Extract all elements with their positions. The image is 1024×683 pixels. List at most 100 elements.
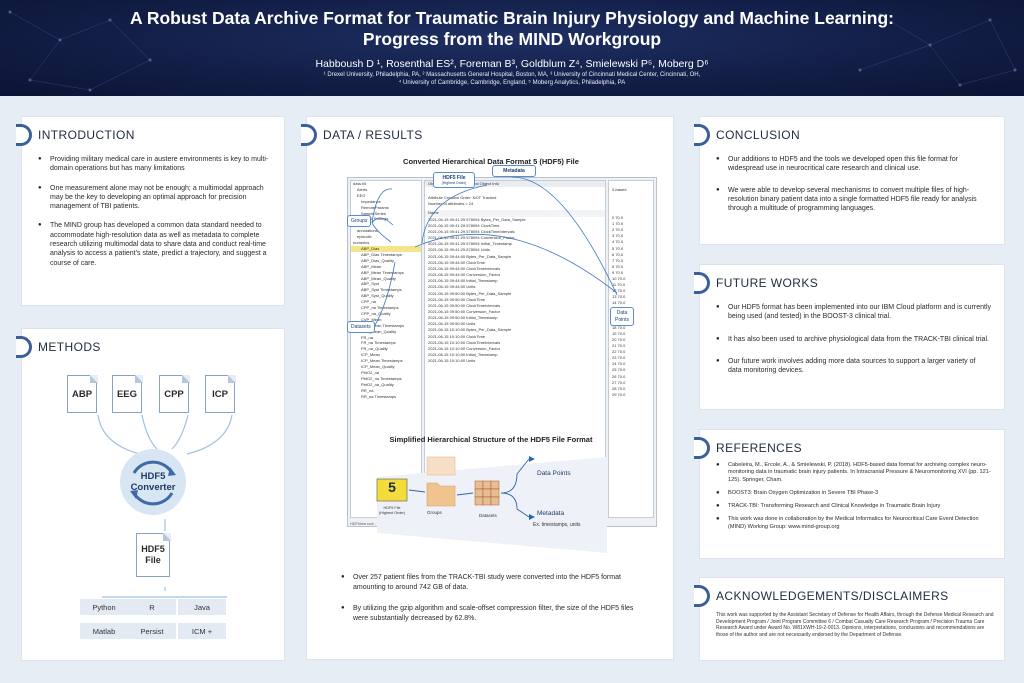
attribute-row[interactable]: 2021-06-15 09:44:00 ClockTime xyxy=(428,259,485,265)
attribute-row[interactable]: 2021-06-15 09:41:29.578094 Units xyxy=(428,247,490,253)
section-marker-icon xyxy=(16,124,32,146)
attribute-row[interactable]: 2021-06-15 09:50:00 Conversion_Factor xyxy=(428,308,501,314)
tree-item[interactable]: ABP_Dias_Quality xyxy=(361,257,394,263)
data-value-row[interactable]: 27 70.0 xyxy=(612,379,626,385)
tree-item[interactable]: ABP_Dias xyxy=(351,245,421,252)
tree-item[interactable]: ABP_Mean_Quality xyxy=(361,275,396,281)
tree-item[interactable]: CVP_Mean_Quality xyxy=(361,328,397,334)
tree-item[interactable]: Impedance xyxy=(361,198,381,204)
tree-item[interactable]: CPP_na_Quality xyxy=(361,310,391,316)
eeg-document-icon: EEG xyxy=(112,374,143,413)
tree-item[interactable]: numerics xyxy=(353,240,370,246)
introduction-heading: INTRODUCTION xyxy=(16,123,135,147)
tree-item[interactable]: ABP_Syst xyxy=(361,281,380,287)
tree-item[interactable]: CPP_na Timestamps xyxy=(361,305,399,311)
results-bullets: Over 257 patient files from the TRACK-TB… xyxy=(341,573,641,623)
data-value-row[interactable]: 2 70.0 xyxy=(612,227,624,233)
tree-item[interactable]: ABP_Syst_Quality xyxy=(361,293,394,299)
data-value-row[interactable]: 18 70.0 xyxy=(612,324,626,330)
attribute-row[interactable]: 2021-06-15 10:10:00 ClockTime xyxy=(428,333,485,339)
tree-item[interactable]: ICP_Mean_Quality xyxy=(361,364,395,370)
attribute-row[interactable]: 2021-06-15 09:41:29.578094 ClockTime xyxy=(428,222,500,228)
attribute-row[interactable]: 2021-06-15 10:10:00 Units xyxy=(428,358,476,364)
attribute-row[interactable]: 2021-06-15 09:44:00 Initial_Timestamp xyxy=(428,278,498,284)
tree-item[interactable]: data.h5 xyxy=(353,181,367,186)
data-value-row[interactable]: 29 70.0 xyxy=(612,391,626,397)
data-value-row[interactable]: 14 70.0 xyxy=(612,300,626,306)
data-value-row[interactable]: 23 70.0 xyxy=(612,355,626,361)
data-value-row[interactable]: 26 70.0 xyxy=(612,373,626,379)
attribute-row[interactable]: 2021-06-15 09:50:00 Bytes_Per_Data_Sampl… xyxy=(428,290,512,296)
attribute-row[interactable]: 2021-06-15 09:41:29.578094 ClockTimeInte… xyxy=(428,228,515,234)
data-value-row[interactable]: 21 70.0 xyxy=(612,343,626,349)
attribute-row[interactable]: 2021-06-15 09:50:00 ClockTimeIntervals xyxy=(428,302,501,308)
tree-item[interactable]: ICP_Mean xyxy=(361,352,380,358)
tree-item[interactable]: EEG xyxy=(357,192,366,198)
callout-metadata: Metadata xyxy=(492,165,536,177)
attribute-row[interactable]: 2021-06-15 09:44:00 Bytes_Per_Data_Sampl… xyxy=(428,253,512,259)
tree-item[interactable]: RR_na Timestamps xyxy=(361,393,397,399)
data-value-row[interactable]: 9 70.0 xyxy=(612,269,624,275)
figure-1-title: Converted Hierarchical Data Format 5 (HD… xyxy=(403,157,579,166)
tree-item[interactable]: ABP_Mean Timestamps xyxy=(361,269,404,275)
tree-item[interactable]: RR_na xyxy=(361,387,374,393)
data-value-row[interactable]: 13 70.0 xyxy=(612,294,626,300)
tree-item[interactable]: annotations xyxy=(357,228,378,234)
attribute-row[interactable]: 2021-06-15 10:10:00 Bytes_Per_Data_Sampl… xyxy=(428,327,512,333)
attribute-row[interactable]: 2021-06-15 10:10:00 Initial_Timestamp xyxy=(428,352,498,358)
tree-item[interactable]: FR_na_Quality xyxy=(361,346,388,352)
attribute-row[interactable]: 2021-06-15 10:10:00 ClockTimeIntervals xyxy=(428,339,501,345)
data-value-row[interactable]: 1 70.0 xyxy=(612,221,624,227)
refresh-cycle-icon xyxy=(130,460,176,506)
attribute-row[interactable]: 2021-06-15 09:44:00 ClockTimeIntervals xyxy=(428,265,501,271)
tree-item[interactable]: ABP_Dias Timestamps xyxy=(361,251,402,257)
tree-item[interactable]: PbtO2_na xyxy=(361,370,380,375)
attribute-row[interactable]: 2021-06-15 10:10:00 Conversion_Factor xyxy=(428,345,501,351)
tree-item[interactable]: CVP_Mean xyxy=(361,316,382,322)
data-value-row[interactable]: 4 70.0 xyxy=(612,239,624,245)
tree-item[interactable]: CPP_na xyxy=(361,299,376,305)
conclusion-panel: CONCLUSION Our additions to HDF5 and the… xyxy=(694,116,1005,245)
data-value-row[interactable]: 0 70.0 xyxy=(612,215,624,221)
tree-item[interactable]: ICP_Mean Timestamps xyxy=(361,358,403,364)
attribute-row[interactable]: 2021-06-15 09:50:00 ClockTime xyxy=(428,296,485,302)
data-value-row[interactable]: 19 70.0 xyxy=(612,330,626,336)
attribute-row[interactable]: 2021-06-15 09:50:00 Initial_Timestamp xyxy=(428,315,498,321)
attribute-row[interactable]: 2021-06-15 09:50:00 Units xyxy=(428,321,476,327)
section-marker-icon xyxy=(694,585,710,607)
data-value-row[interactable]: 28 70.0 xyxy=(612,385,626,391)
attribute-row[interactable]: 2021-06-15 09:44:00 Units xyxy=(428,284,476,290)
tree-item[interactable]: CVP_Mean Timestamps xyxy=(361,322,405,328)
data-value-row[interactable]: 22 70.0 xyxy=(612,349,626,355)
attribute-row[interactable]: 2021-06-15 09:41:29.578094 Conversion_Fa… xyxy=(428,235,515,241)
tree-item[interactable]: ABP_Syst Timestamps xyxy=(361,287,402,293)
data-value-row[interactable]: 7 70.0 xyxy=(612,257,624,263)
tree-item[interactable]: FR_na xyxy=(361,334,374,340)
data-value-row[interactable]: 11 70.0 xyxy=(612,282,626,288)
data-value-row[interactable]: 24 70.0 xyxy=(612,361,626,367)
attribute-row[interactable]: 2021-06-15 09:41:29.578094 Bytes_Per_Dat… xyxy=(428,216,526,222)
data-value-row[interactable]: 5 70.0 xyxy=(612,245,624,251)
attribute-row[interactable]: 2021-06-15 09:44:00 Conversion_Factor xyxy=(428,272,501,278)
tree-item[interactable]: PbtO2_na Timestamps xyxy=(361,375,402,381)
tree-item[interactable]: episodic xyxy=(357,234,372,240)
language-persist: Persist xyxy=(128,623,176,639)
callout-groups: Groups xyxy=(347,215,372,227)
tree-item[interactable]: ABP_Mean xyxy=(361,263,382,269)
attribute-row[interactable]: 2021-06-15 09:41:29.578094 Initial_Times… xyxy=(428,241,512,247)
data-value-row[interactable]: 25 70.0 xyxy=(612,367,626,373)
data-value-row[interactable]: 3 70.0 xyxy=(612,233,624,239)
data-value-row[interactable]: 8 70.0 xyxy=(612,263,624,269)
figure-2-title: Simplified Hierarchical Structure of the… xyxy=(389,435,593,444)
data-value-row[interactable]: 10 70.0 xyxy=(612,276,626,282)
tree-item[interactable]: FR_na Timestamps xyxy=(361,340,396,346)
tree-item[interactable]: PbtO2_na_Quality xyxy=(361,381,394,387)
data-value-row[interactable]: 12 70.0 xyxy=(612,288,626,294)
tree-item[interactable]: Alerts xyxy=(357,186,368,192)
data-value-row[interactable]: 20 70.0 xyxy=(612,336,626,342)
data-value-row[interactable]: 6 70.0 xyxy=(612,251,624,257)
language-matlab: Matlab xyxy=(80,623,128,639)
section-marker-icon xyxy=(16,336,32,358)
conclusion-bullets: Our additions to HDF5 and the tools we d… xyxy=(716,155,991,213)
